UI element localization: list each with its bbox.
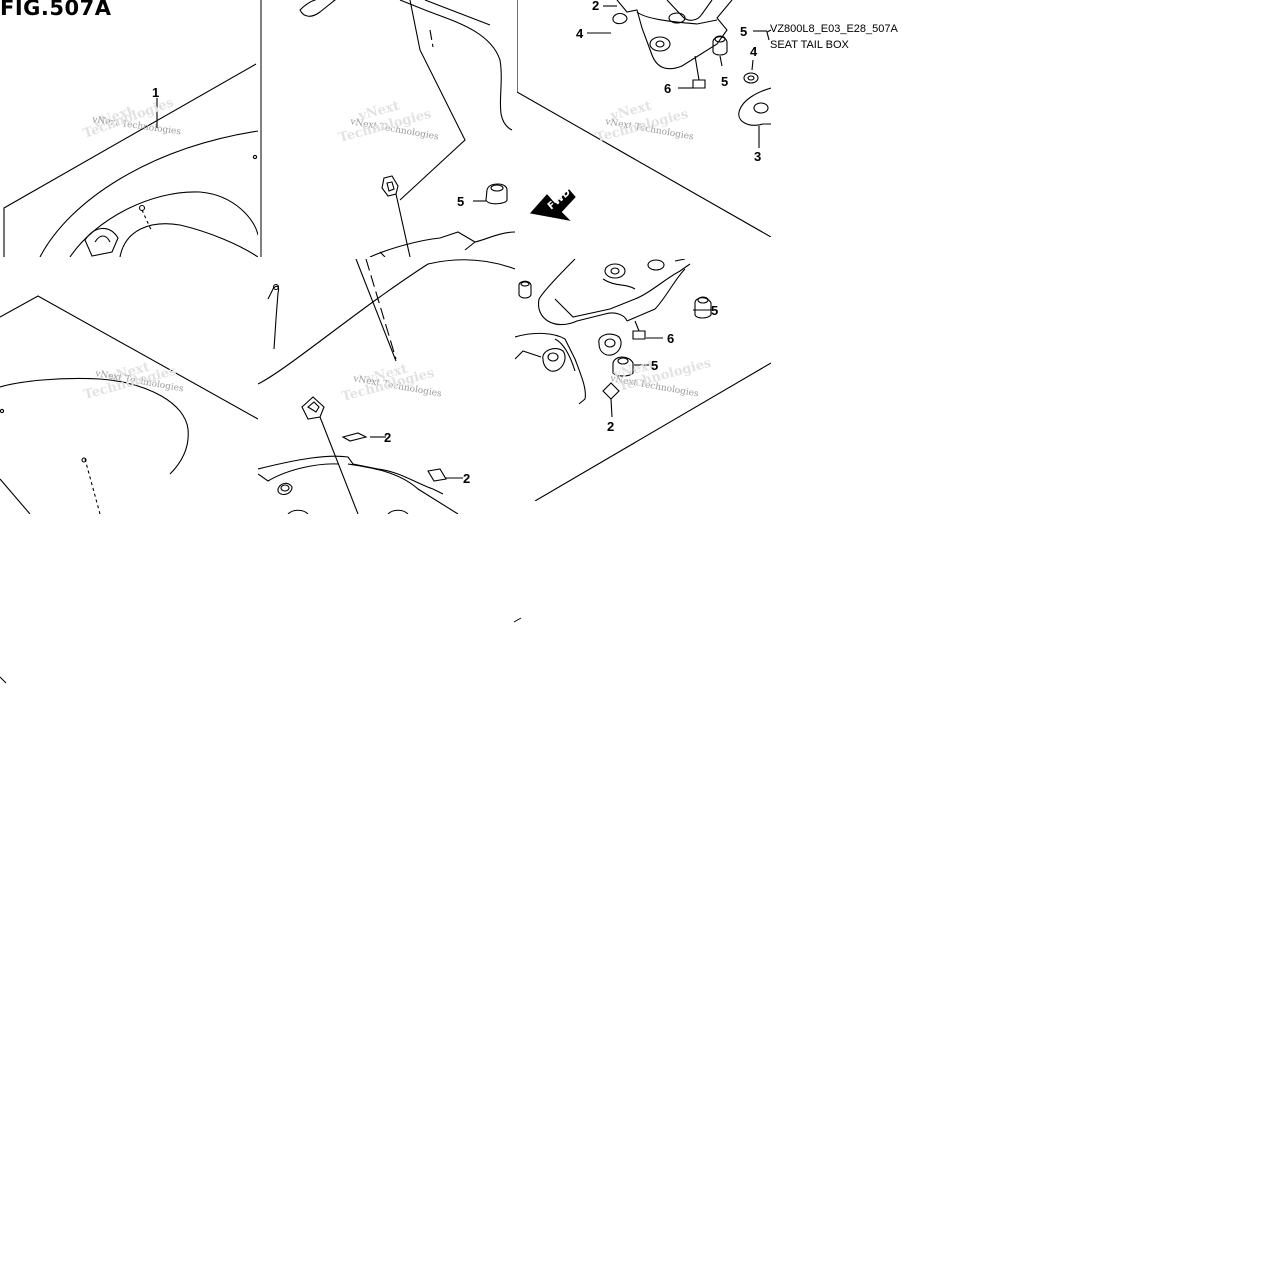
callout-4: 4 [750, 44, 758, 59]
callout-2: 2 [463, 471, 470, 486]
callout-5: 5 [711, 303, 718, 318]
callout-6: 6 [664, 81, 671, 96]
callout-4: 4 [576, 26, 584, 41]
figure-code: VZ800L8_E03_E28_507A [770, 23, 898, 35]
callout-2: 2 [607, 419, 614, 434]
figure-name: SEAT TAIL BOX [770, 39, 849, 51]
diagram-tile-tail-box-top: FWD vNext vNext Technologies Technologie… [517, 0, 771, 237]
diagram-tile-seat-bottom: vNext vNext Technologies Technologies [0, 259, 258, 514]
callout-3: 3 [754, 149, 761, 164]
callout-5: 5 [457, 194, 464, 209]
callout-6: 6 [667, 331, 674, 346]
diagram-tile-seat-middle: vNext vNext Technologies Technologies 5 [260, 0, 515, 257]
callout-1: 1 [152, 85, 159, 100]
callout-2: 2 [592, 0, 599, 13]
callout-2: 2 [384, 430, 391, 445]
diagram-tile-seat-top: vNext vNext Technologies Technologies 1 [0, 20, 258, 257]
diagram-tile-tail-box-bottom: vNext vNext Technologies Technologies 5 … [515, 259, 771, 501]
callout-5: 5 [740, 24, 747, 39]
diagram-tile-seat-base: vNext vNext Technologies Technologies 2 … [258, 259, 515, 514]
callout-5: 5 [651, 358, 658, 373]
figure-title: FIG.507A [0, 0, 112, 20]
callout-5: 5 [721, 74, 728, 89]
